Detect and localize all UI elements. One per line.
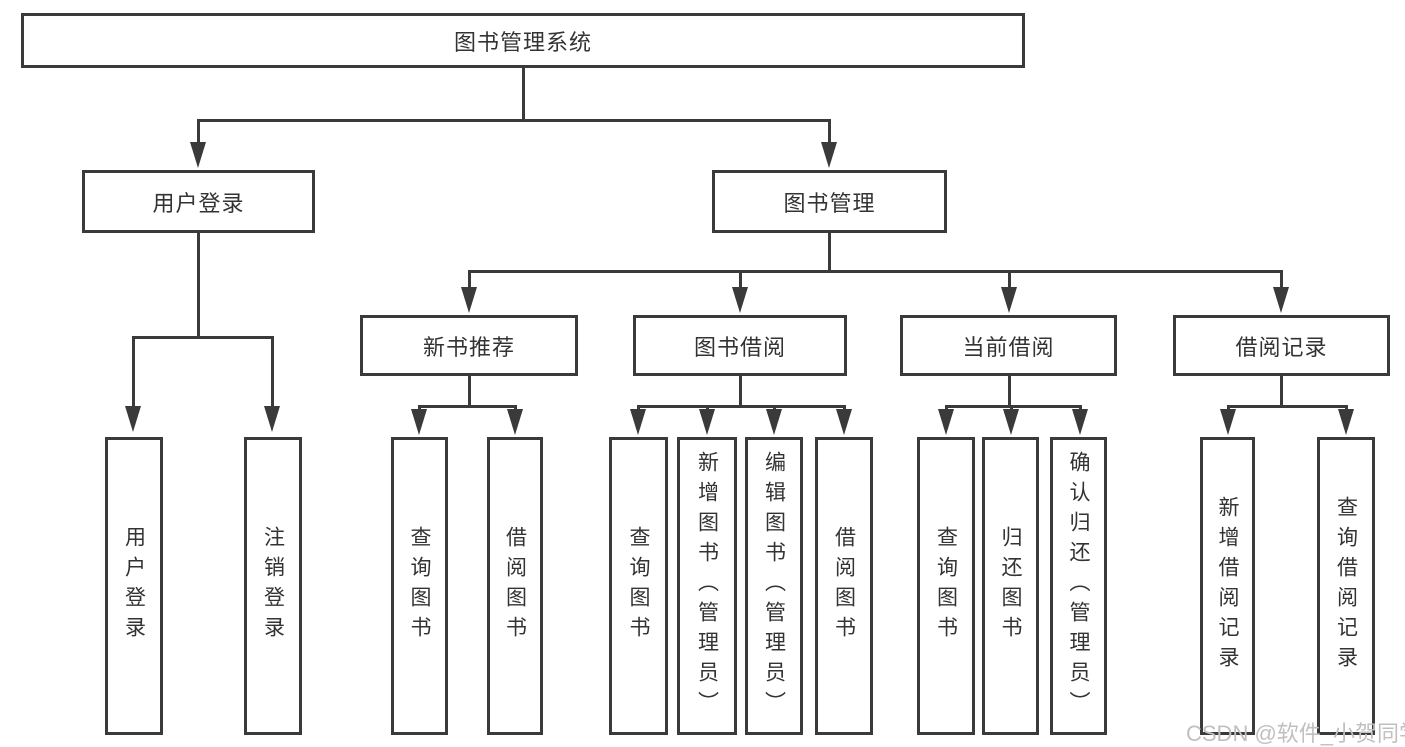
- node-book-borrowing: 图书借阅: [633, 315, 847, 376]
- arrow-down-icon: [630, 409, 646, 435]
- node-user-login: 用户登录: [82, 170, 315, 233]
- arrow-down-icon: [507, 409, 523, 435]
- node-label: 查询图书: [408, 526, 431, 646]
- arrow-down-icon: [190, 142, 206, 168]
- connector-line: [1280, 270, 1283, 290]
- leaf-add-books-admin: 新增图书（管理员）: [677, 437, 737, 735]
- arrow-down-icon: [732, 287, 748, 313]
- node-borrowing-records: 借阅记录: [1173, 315, 1390, 376]
- arrow-down-icon: [699, 409, 715, 435]
- leaf-query-borrow-record: 查询借阅记录: [1317, 437, 1375, 735]
- connector-line: [946, 405, 1080, 408]
- connector-line: [197, 119, 200, 145]
- arrow-down-icon: [1338, 409, 1354, 435]
- connector-line: [469, 270, 1282, 273]
- arrow-down-icon: [1273, 287, 1289, 313]
- node-new-book-recommend: 新书推荐: [360, 315, 578, 376]
- connector-line: [1008, 374, 1011, 408]
- leaf-edit-books-admin: 编辑图书（管理员）: [745, 437, 803, 735]
- leaf-logout: 注销登录: [244, 437, 302, 735]
- connector-line: [468, 270, 471, 290]
- node-label: 新增图书（管理员）: [695, 451, 719, 721]
- arrow-down-icon: [1003, 409, 1019, 435]
- csdn-watermark: CSDN @软件_小贺同学: [1186, 721, 1405, 746]
- leaf-user-login: 用户登录: [105, 437, 163, 735]
- connector-line: [828, 233, 831, 273]
- node-label: 查询图书: [627, 526, 650, 646]
- node-label: 确认归还（管理员）: [1067, 451, 1090, 721]
- node-label: 查询图书: [934, 526, 958, 646]
- node-label: 用户登录: [152, 190, 245, 216]
- node-book-management: 图书管理: [712, 170, 947, 233]
- node-label: 新书推荐: [422, 334, 515, 360]
- leaf-query-books-current: 查询图书: [917, 437, 975, 735]
- arrow-down-icon: [821, 142, 837, 168]
- leaf-return-books: 归还图书: [982, 437, 1039, 735]
- node-label: 借阅图书: [832, 526, 856, 646]
- arrow-down-icon: [938, 409, 954, 435]
- node-root-library-system: 图书管理系统: [21, 13, 1025, 68]
- connector-line: [132, 336, 135, 410]
- leaf-query-books-recommend: 查询图书: [391, 437, 448, 735]
- connector-line: [522, 68, 525, 122]
- leaf-add-borrow-record: 新增借阅记录: [1200, 437, 1255, 735]
- connector-line: [739, 374, 742, 408]
- leaf-borrow-books-recommend: 借阅图书: [487, 437, 543, 735]
- leaf-query-books-borrowing: 查询图书: [609, 437, 668, 735]
- connector-line: [638, 405, 844, 408]
- leaf-borrow-books: 借阅图书: [815, 437, 873, 735]
- arrow-down-icon: [766, 409, 782, 435]
- connector-line: [133, 336, 273, 339]
- node-label: 图书管理系统: [453, 29, 592, 55]
- leaf-confirm-return-admin: 确认归还（管理员）: [1050, 437, 1107, 735]
- connector-line: [1280, 374, 1283, 408]
- connector-line: [419, 405, 516, 408]
- node-label: 注销登录: [261, 526, 285, 646]
- node-label: 编辑图书（管理员）: [762, 451, 786, 721]
- connector-line: [739, 270, 742, 290]
- arrow-down-icon: [836, 409, 852, 435]
- node-label: 图书借阅: [693, 334, 786, 360]
- node-label: 归还图书: [999, 526, 1022, 646]
- connector-line: [828, 119, 831, 145]
- node-label: 当前借阅: [962, 334, 1055, 360]
- arrow-down-icon: [461, 287, 477, 313]
- connector-line: [1008, 270, 1011, 290]
- arrow-down-icon: [264, 406, 280, 432]
- node-current-borrowing: 当前借阅: [900, 315, 1117, 376]
- node-label: 查询借阅记录: [1334, 496, 1358, 676]
- connector-line: [468, 374, 471, 408]
- node-label: 用户登录: [122, 526, 146, 646]
- node-label: 图书管理: [783, 190, 876, 216]
- node-label: 借阅记录: [1235, 334, 1328, 360]
- node-label: 新增借阅记录: [1216, 496, 1239, 676]
- connector-line: [271, 336, 274, 410]
- connector-line: [1228, 405, 1346, 408]
- arrow-down-icon: [1220, 409, 1236, 435]
- node-label: 借阅图书: [503, 526, 527, 646]
- connector-line: [197, 233, 200, 339]
- arrow-down-icon: [1072, 409, 1088, 435]
- arrow-down-icon: [125, 406, 141, 432]
- arrow-down-icon: [1001, 287, 1017, 313]
- arrow-down-icon: [411, 409, 427, 435]
- connector-line: [198, 119, 830, 122]
